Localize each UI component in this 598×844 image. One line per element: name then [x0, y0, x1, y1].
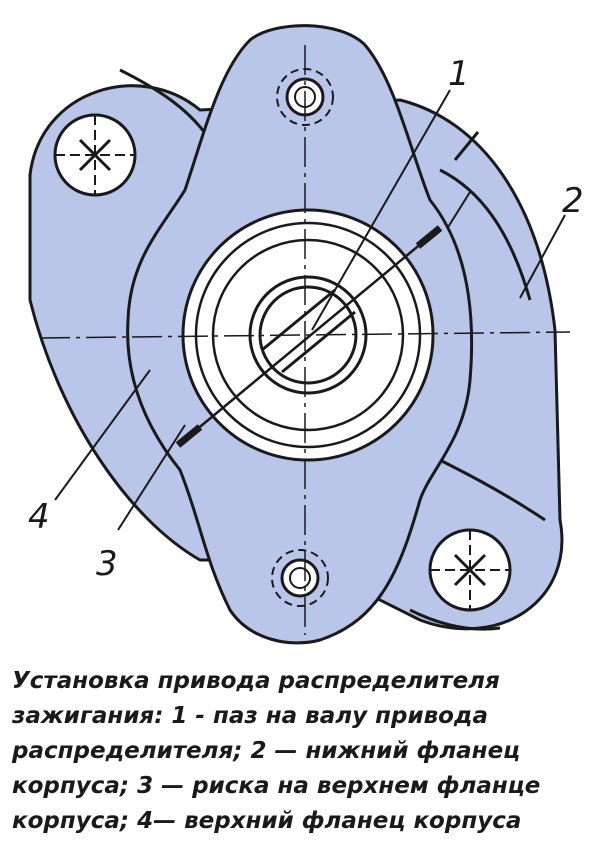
- figure-caption: Установка привода распределителя зажиган…: [12, 664, 592, 839]
- leader-line-3: [117, 424, 186, 531]
- bolt-hole-bottom-right: [428, 528, 512, 612]
- lower-flange-edge-line: [453, 131, 480, 161]
- caption-line: распределителя; 2 — нижний фланец: [12, 738, 521, 764]
- caption-line: зажигания: 1 - паз на валу привода: [12, 703, 489, 729]
- callout-2: 2: [562, 181, 584, 221]
- bolt-hole-top-left: [53, 113, 137, 197]
- leader-line-1: [311, 89, 451, 331]
- callout-3: 3: [96, 544, 118, 584]
- callout-1: 1: [448, 54, 470, 94]
- alignment-mark: [175, 225, 443, 448]
- callout-4: 4: [28, 497, 50, 537]
- stud-hole-bottom: [271, 549, 329, 607]
- leader-line-4: [54, 369, 151, 501]
- caption-line: корпуса; 3 — риска на верхнем фланце: [12, 773, 541, 799]
- lower-flange-edge-line: [409, 608, 501, 631]
- leader-lines: [54, 89, 566, 531]
- drive-shaft-slot: [261, 288, 356, 374]
- lower-flange-edge-line: [439, 168, 532, 301]
- ignition-drive-diagram: 1 2 3 4: [28, 24, 584, 645]
- leader-line-2: [519, 214, 566, 299]
- caption-line: корпуса; 4— верхний фланец корпуса: [12, 808, 522, 834]
- caption-line: Установка привода распределителя: [12, 668, 500, 694]
